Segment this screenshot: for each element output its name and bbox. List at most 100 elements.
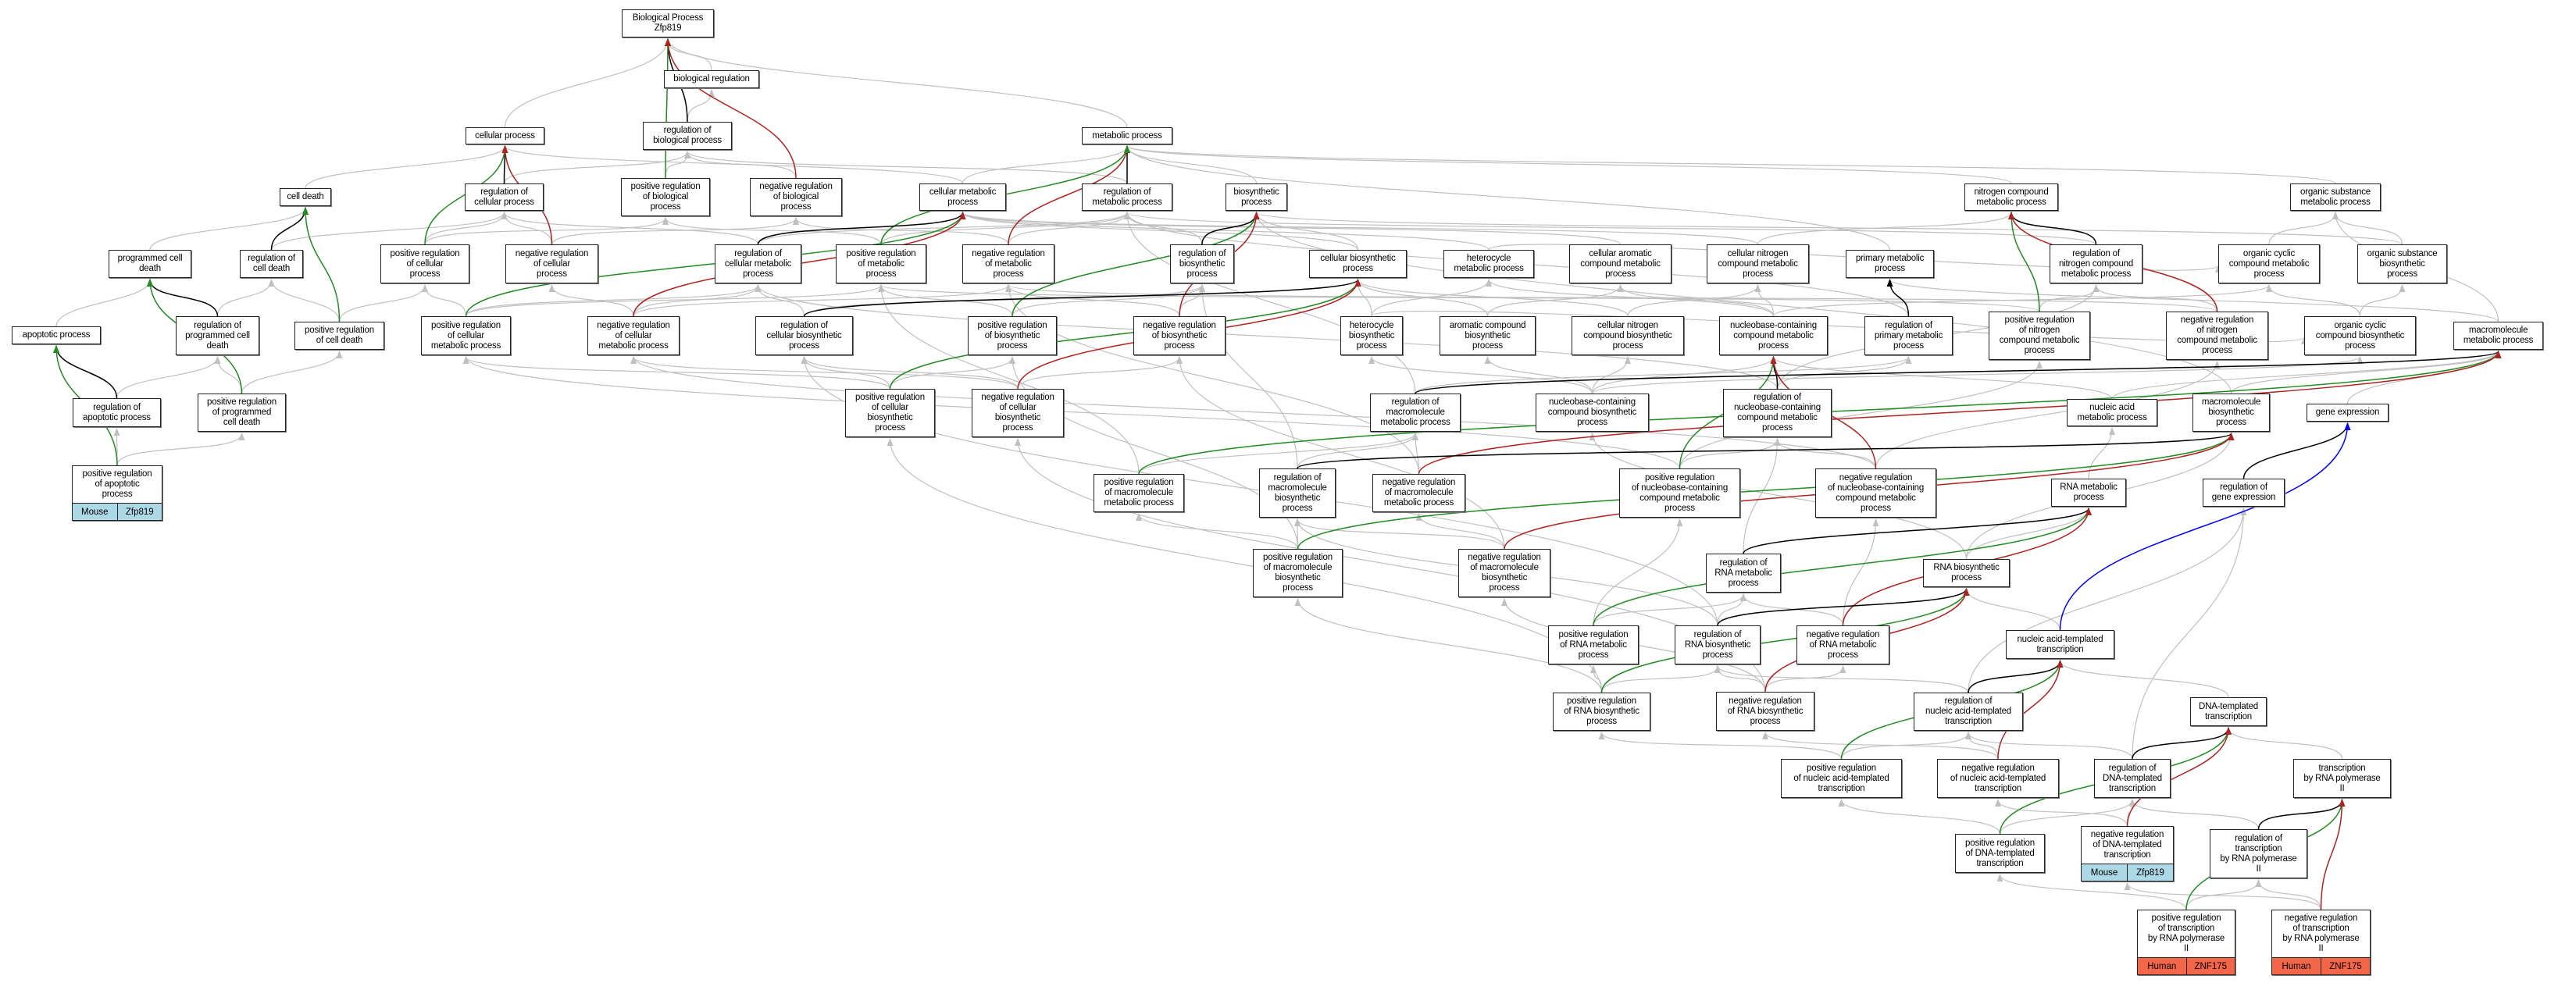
go-term-node-regnat[interactable]: regulation of nucleic acid-templated tra… (1914, 693, 2023, 731)
go-term-node-cellarom[interactable]: cellular aromatic compound metabolic pro… (1569, 244, 1672, 283)
go-term-node-regnit[interactable]: regulation of nitrogen compound metaboli… (2050, 244, 2143, 283)
go-term-node-regbio[interactable]: regulation of biological process (643, 122, 732, 150)
go-term-node-posregcellbio[interactable]: positive regulation of cellular biosynth… (845, 389, 935, 437)
go-term-node-negregrnabio[interactable]: negative regulation of RNA biosynthetic … (1716, 692, 1814, 731)
go-term-node-regpcd[interactable]: regulation of programmed cell death (176, 316, 259, 355)
go-term-node-regtxpol2[interactable]: regulation of transcription by RNA polym… (2210, 829, 2307, 878)
edge-is-a (2332, 212, 2403, 245)
go-term-node-orgsubbio[interactable]: organic substance biosynthetic process (2357, 244, 2447, 283)
go-term-node-hetbio[interactable]: heterocycle biosynthetic process (1340, 316, 1403, 355)
go-term-node-posregrnamet[interactable]: positive regulation of RNA metabolic pro… (1548, 625, 1639, 664)
go-term-node-txpol2[interactable]: transcription by RNA polymerase II (2293, 759, 2391, 798)
go-term-node-orgcycbio[interactable]: organic cyclic compound biosynthetic pro… (2304, 316, 2416, 355)
go-term-node-posregnat[interactable]: positive regulation of nucleic acid-temp… (1781, 759, 1902, 798)
go-term-node-negregnat[interactable]: negative regulation of nucleic acid-temp… (1937, 759, 2059, 798)
go-term-node-negregmet[interactable]: negative regulation of metabolic process (962, 244, 1054, 283)
go-term-node-negregnit[interactable]: negative regulation of nitrogen compound… (2166, 312, 2268, 360)
go-term-node-bioreg[interactable]: biological regulation (664, 70, 759, 88)
go-term-node-posregcellmet[interactable]: positive regulation of cellular metaboli… (421, 316, 511, 355)
edge-negatively-regulates (2320, 799, 2346, 910)
go-term-node-posregmet[interactable]: positive regulation of metabolic process (836, 244, 926, 283)
go-term-node-posregrnabio[interactable]: positive regulation of RNA biosynthetic … (1553, 693, 1650, 731)
go-term-node-geneexp[interactable]: gene expression (2307, 404, 2389, 422)
go-term-node-regnuc[interactable]: regulation of nucleobase-containing comp… (1723, 389, 1832, 437)
go-term-node-negregmacbio[interactable]: negative regulation of macromolecule bio… (1458, 549, 1550, 597)
go-term-node-dnat[interactable]: DNA-templated transcription (2190, 697, 2267, 726)
go-term-node-negregcellmet[interactable]: negative regulation of cellular metaboli… (587, 316, 680, 355)
go-term-node-posregbio[interactable]: positive regulation of biological proces… (621, 178, 710, 216)
go-term-node-posregtxpol2[interactable]: positive regulation of transcription by … (2137, 910, 2235, 975)
go-term-node-posregdnat[interactable]: positive regulation of DNA-templated tra… (1955, 834, 2045, 873)
go-term-node-biosyn[interactable]: biosynthetic process (1226, 183, 1287, 211)
go-term-node-apop[interactable]: apoptotic process (12, 326, 101, 344)
go-term-node-negregcellbio[interactable]: negative regulation of cellular biosynth… (972, 389, 1064, 437)
go-term-node-cellnit[interactable]: cellular nitrogen compound metabolic pro… (1707, 244, 1809, 283)
go-term-node-regbiosyn[interactable]: regulation of biosynthetic process (1170, 244, 1234, 283)
go-term-node-regmet[interactable]: regulation of metabolic process (1082, 183, 1172, 211)
go-term-node-posregbiosyn[interactable]: positive regulation of biosynthetic proc… (968, 316, 1057, 355)
edge-is-a (2088, 427, 2115, 479)
go-term-node-regmacbio[interactable]: regulation of macromolecule biosynthetic… (1259, 468, 1336, 518)
gene-label[interactable]: ZNF175 (2321, 958, 2370, 974)
go-term-node-nucbio[interactable]: nucleobase-containing compound biosynthe… (1536, 394, 1649, 432)
go-term-node-regmacmet[interactable]: regulation of macromolecule metabolic pr… (1370, 394, 1461, 432)
edge-regulates (1415, 351, 2502, 394)
go-term-node-negregnuc[interactable]: negative regulation of nucleobase-contai… (1815, 468, 1936, 518)
go-term-node-bp[interactable]: Biological Process Zfp819 (622, 9, 714, 37)
go-term-node-negregbiosyn[interactable]: negative regulation of biosynthetic proc… (1133, 316, 1226, 355)
go-term-node-reggeneexp[interactable]: regulation of gene expression (2203, 479, 2285, 507)
go-term-node-met[interactable]: metabolic process (1082, 127, 1172, 144)
go-term-node-regapop[interactable]: regulation of apoptotic process (73, 398, 161, 427)
go-term-node-regrnamet[interactable]: regulation of RNA metabolic process (1706, 554, 1781, 593)
go-term-label: negative regulation of cellular metaboli… (597, 320, 670, 351)
go-term-node-regcellmet[interactable]: regulation of cellular metabolic process (715, 244, 801, 283)
go-term-node-nitmet[interactable]: nitrogen compound metabolic process (1964, 183, 2058, 211)
edge-is-a (1176, 356, 1505, 550)
go-term-node-cellnitbio[interactable]: cellular nitrogen compound biosynthetic … (1572, 316, 1684, 355)
edge-is-a (305, 145, 508, 189)
go-term-node-negregcell[interactable]: negative regulation of cellular process (505, 244, 598, 283)
go-term-node-posregnit[interactable]: positive regulation of nitrogen compound… (1989, 312, 2090, 360)
go-term-node-macmet[interactable]: macromolecule metabolic process (2453, 322, 2543, 350)
go-term-node-cellmet[interactable]: cellular metabolic process (919, 183, 1006, 211)
go-term-node-posregcell[interactable]: positive regulation of cellular process (380, 244, 469, 283)
go-term-node-orgcyc[interactable]: organic cyclic compound metabolic proces… (2218, 244, 2320, 283)
go-term-node-rnamet[interactable]: RNA metabolic process (2051, 479, 2126, 507)
go-term-node-regrnabio[interactable]: regulation of RNA biosynthetic process (1675, 625, 1761, 664)
go-term-node-regcellbio[interactable]: regulation of cellular biosynthetic proc… (755, 316, 853, 355)
gene-label[interactable]: ZNF175 (2185, 958, 2235, 974)
go-term-node-regdnat[interactable]: regulation of DNA-templated transcriptio… (2094, 759, 2171, 798)
go-term-node-negregtxpol2[interactable]: negative regulation of transcription by … (2271, 910, 2371, 975)
go-term-node-posregmacbio[interactable]: positive regulation of macromolecule bio… (1253, 549, 1343, 597)
go-term-node-regprim[interactable]: regulation of primary metabolic process (1864, 316, 1953, 355)
go-term-node-regcell[interactable]: regulation of cellular process (465, 183, 544, 211)
go-term-node-primmet[interactable]: primary metabolic process (1846, 250, 1934, 278)
go-term-node-pcd[interactable]: programmed cell death (109, 250, 191, 278)
go-term-node-nat[interactable]: nucleic acid-templated transcription (2006, 630, 2114, 659)
go-term-node-regcd[interactable]: regulation of cell death (240, 250, 303, 278)
go-term-node-posregpcd[interactable]: positive regulation of programmed cell d… (198, 394, 286, 432)
go-term-node-posregcd[interactable]: positive regulation of cell death (294, 322, 384, 350)
go-term-label: nucleic acid-templated transcription (2017, 634, 2103, 654)
go-term-node-arombio[interactable]: aromatic compound biosynthetic process (1440, 316, 1536, 355)
go-term-node-posregnuc[interactable]: positive regulation of nucleobase-contai… (1619, 468, 1740, 518)
go-term-node-cellbiosyn[interactable]: cellular biosynthetic process (1309, 250, 1407, 278)
gene-label[interactable]: Zfp819 (116, 504, 162, 520)
gene-label[interactable]: Zfp819 (2127, 864, 2173, 881)
go-term-node-negregdnat[interactable]: negative regulation of DNA-templated tra… (2081, 826, 2174, 881)
go-term-node-cellproc[interactable]: cellular process (466, 127, 544, 144)
go-term-node-orgsubmet[interactable]: organic substance metabolic process (2290, 183, 2381, 211)
go-term-node-posregapop[interactable]: positive regulation of apoptotic process… (72, 465, 162, 521)
go-term-node-posregmacmet[interactable]: positive regulation of macromolecule met… (1094, 474, 1184, 512)
go-term-node-celldeath[interactable]: cell death (280, 188, 331, 206)
go-term-node-macbio[interactable]: macromolecule biosynthetic process (2192, 394, 2270, 432)
go-term-node-negregmacmet[interactable]: negative regulation of macromolecule met… (1372, 474, 1465, 512)
go-term-node-hetmet[interactable]: heterocycle metabolic process (1443, 250, 1534, 278)
edge-regulates (53, 345, 118, 399)
go-term-node-rnabio[interactable]: RNA biosynthetic process (1923, 559, 2010, 587)
go-term-node-nucacid[interactable]: nucleic acid metabolic process (2067, 399, 2157, 426)
edge-is-a (684, 151, 1128, 184)
go-term-node-negregrnamet[interactable]: negative regulation of RNA metabolic pro… (1796, 625, 1889, 664)
go-term-node-negregbio[interactable]: negative regulation of biological proces… (750, 178, 842, 216)
go-term-node-nucmet[interactable]: nucleobase-containing compound metabolic… (1719, 316, 1828, 355)
